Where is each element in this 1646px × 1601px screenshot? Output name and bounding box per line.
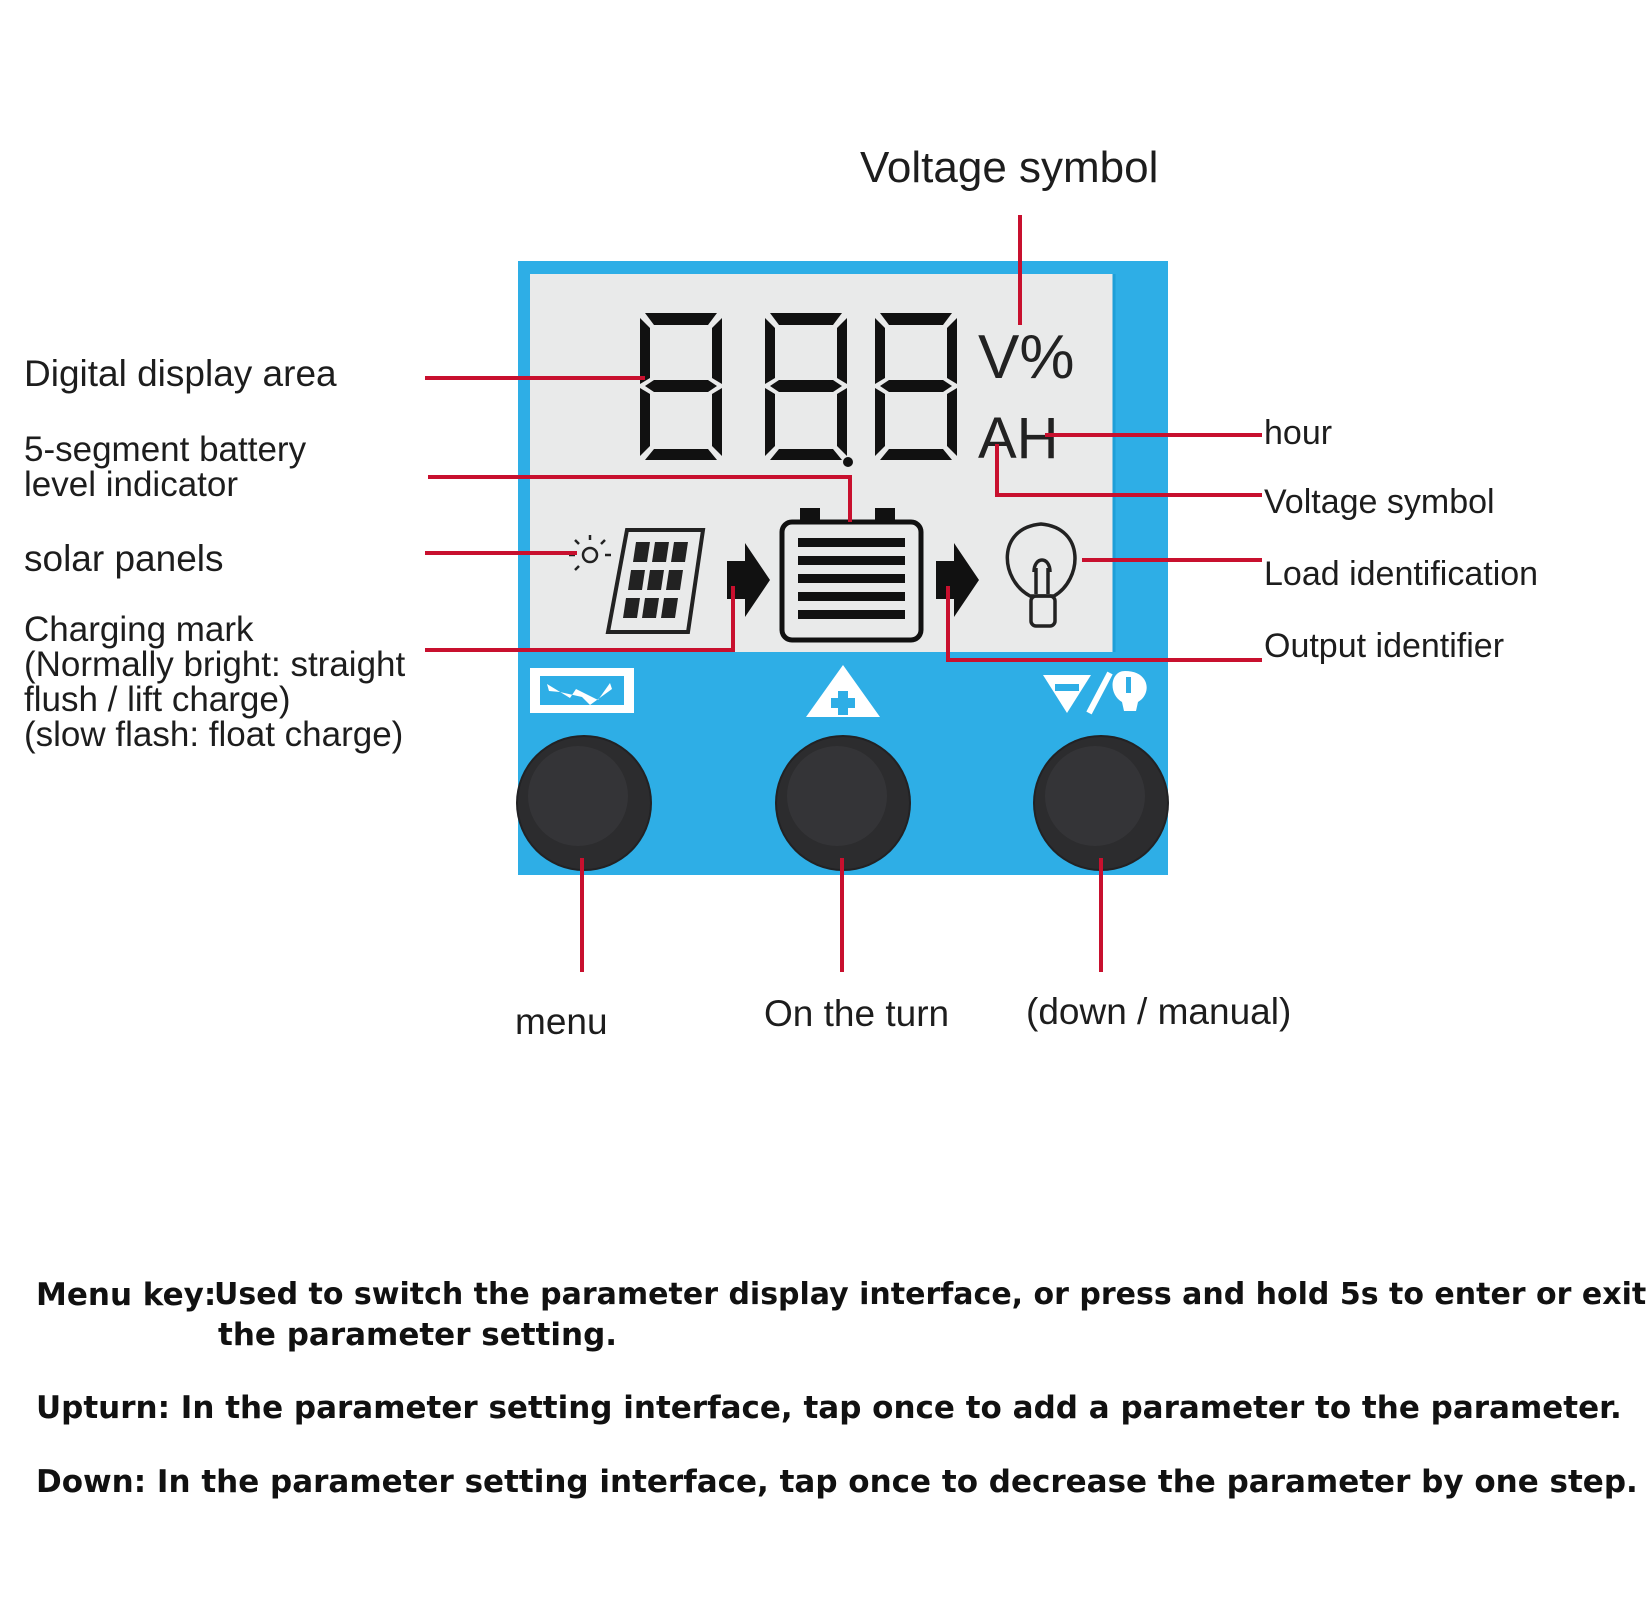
label-charging-mark: Charging mark (Normally bright: straight… <box>24 610 406 754</box>
up-key-icon <box>806 665 880 717</box>
digit-2 <box>765 313 847 460</box>
digit-1 <box>640 313 722 460</box>
battery-segment-5 <box>798 610 905 619</box>
decimal-point <box>843 457 853 467</box>
menu-button[interactable] <box>516 735 652 871</box>
bulb-icon <box>1005 522 1077 628</box>
note-menu-key-title: Menu key: <box>36 1277 217 1313</box>
leader-charging-mark <box>425 586 735 652</box>
label-load-identification: Load identification <box>1264 555 1539 593</box>
label-solar-panels: solar panels <box>24 538 224 579</box>
note-upturn: Upturn: In the parameter setting interfa… <box>36 1390 1622 1426</box>
battery-segment-4 <box>798 592 905 601</box>
up-button[interactable] <box>775 735 911 871</box>
down-manual-key-icon <box>1043 671 1147 715</box>
battery-icon <box>779 508 924 643</box>
battery-segment-2 <box>798 556 905 565</box>
note-menu-key-line2: the parameter setting. <box>218 1317 618 1353</box>
charging-arrow-icon <box>727 543 770 617</box>
label-hour: hour <box>1264 414 1333 452</box>
label-digital-display-area: Digital display area <box>24 353 337 394</box>
menu-key-icon <box>530 668 634 713</box>
label-menu: menu <box>515 1001 608 1042</box>
note-down: Down: In the parameter setting interface… <box>36 1464 1638 1500</box>
lcd-screen <box>530 274 1114 652</box>
unit-voltage-percent: V% <box>978 323 1074 392</box>
digit-3 <box>875 313 957 460</box>
battery-segment-3 <box>798 574 905 583</box>
solar-panel-icon <box>605 528 706 634</box>
label-down-manual: (down / manual) <box>1026 991 1292 1032</box>
label-voltage-symbol-right: Voltage symbol <box>1264 483 1495 521</box>
down-manual-button[interactable] <box>1033 735 1169 871</box>
leader-battery-level <box>428 475 852 522</box>
leader-lines <box>425 215 1262 972</box>
note-menu-key-line1: Used to switch the parameter display int… <box>214 1277 1646 1312</box>
leader-voltage-right <box>995 444 1262 497</box>
label-battery-level-indicator: 5-segment battery level indicator <box>24 430 307 504</box>
diagram-root: V% AH <box>24 143 1646 1498</box>
controller-diagram: V% AH <box>425 215 1262 972</box>
unit-amp-hour: AH <box>978 406 1059 471</box>
leader-output <box>946 586 1262 662</box>
battery-segment-1 <box>798 538 905 547</box>
label-on-the-turn: On the turn <box>764 993 950 1034</box>
label-voltage-symbol-top: Voltage symbol <box>860 143 1159 192</box>
label-output-identifier: Output identifier <box>1264 627 1505 665</box>
